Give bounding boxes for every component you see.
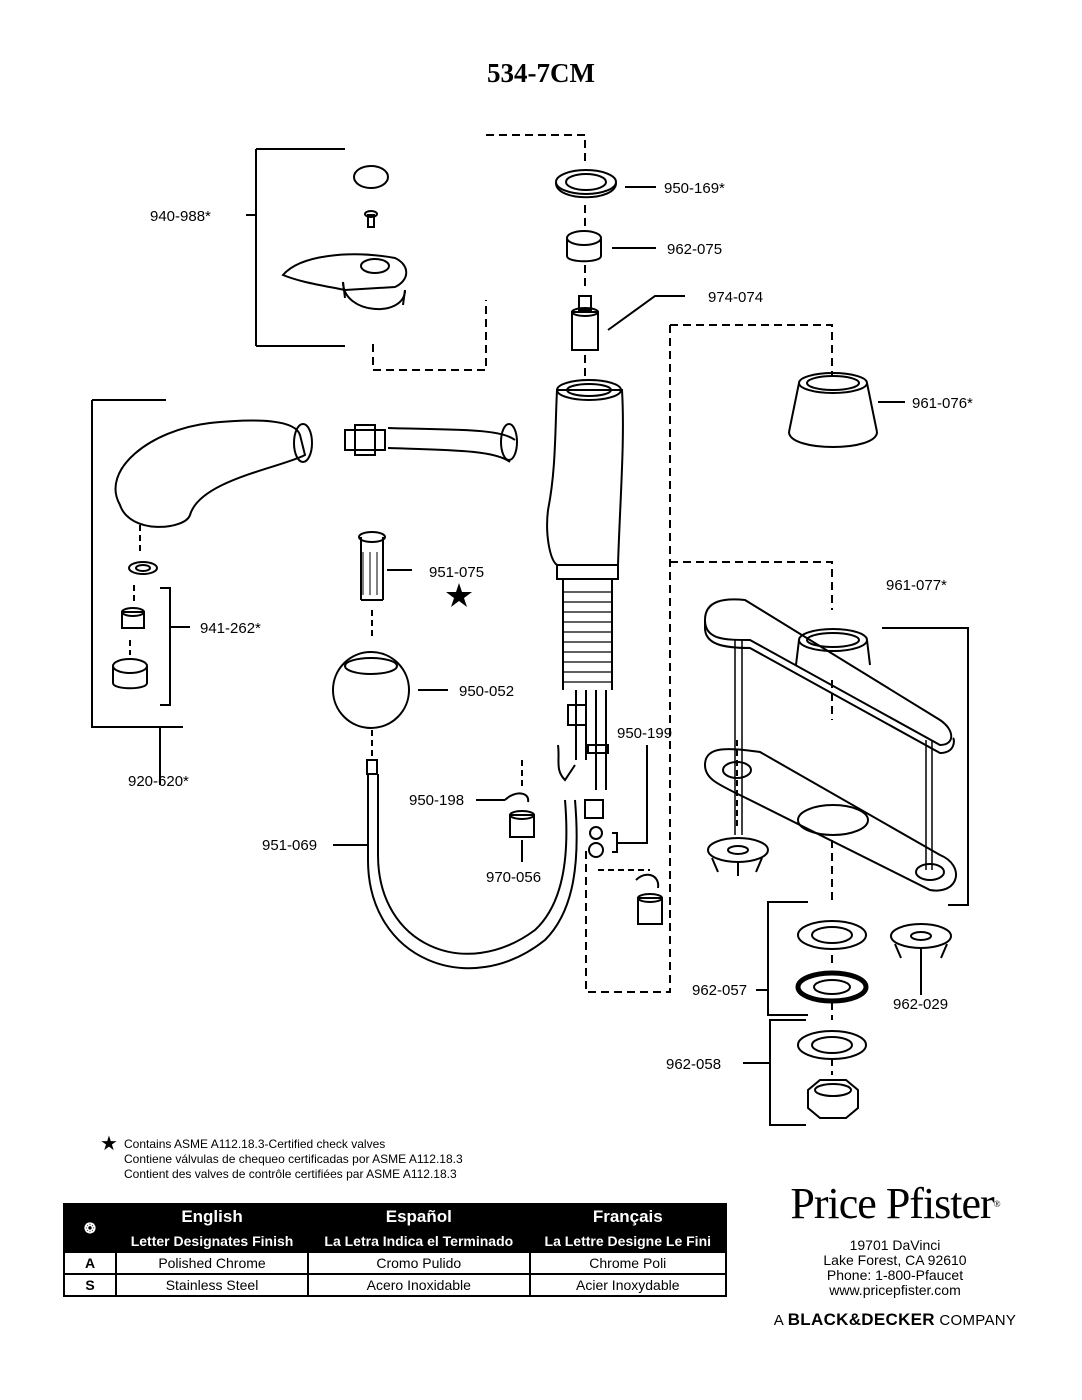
aerator-housing-icon	[112, 658, 148, 674]
finish-table: ❂ English Español Français Letter Design…	[63, 1203, 728, 1297]
header-spanish: Español	[307, 1203, 531, 1231]
finish-code: A	[63, 1251, 117, 1275]
part-970-056: 970-056	[486, 869, 541, 886]
lock-nut-icon	[807, 1079, 859, 1119]
rubber-washer-icon	[795, 970, 869, 1004]
header-english: English	[114, 1203, 310, 1231]
finish-symbol-icon: ❂	[63, 1203, 117, 1253]
brand-block: Price Pfister® 19701 DaVinci Lake Forest…	[757, 1178, 1033, 1330]
part-940-988: 940-988*	[150, 208, 211, 225]
finish-english: Stainless Steel	[114, 1273, 310, 1297]
part-950-198: 950-198	[409, 792, 464, 809]
table-row: A Polished Chrome Cromo Pulido Chrome Po…	[63, 1251, 728, 1275]
part-950-169: 950-169*	[664, 180, 725, 197]
parent-company-logo: BLACK&DECKER	[787, 1310, 935, 1329]
part-962-058: 962-058	[666, 1056, 721, 1073]
note-spanish: Contiene válvulas de chequeo certificada…	[124, 1152, 463, 1166]
subheader-english: Letter Designates Finish	[114, 1229, 310, 1253]
finish-spanish: Cromo Pulido	[307, 1251, 531, 1275]
check-valve-icon	[358, 531, 386, 543]
website-link[interactable]: www.pricepfister.com	[829, 1282, 961, 1298]
phone-number: Phone: 1-800-Pfaucet	[826, 1267, 964, 1283]
aerator-icon	[121, 611, 145, 629]
finish-spanish: Acero Inoxidable	[307, 1273, 531, 1297]
part-950-199: 950-199	[617, 725, 672, 742]
spray-head-icon	[114, 419, 307, 528]
page-title: 534-7CM	[487, 58, 595, 88]
certified-star-icon: ★	[100, 1133, 118, 1155]
adapter-fitting-icon	[509, 814, 535, 838]
handle-cap-icon	[353, 165, 389, 189]
table-row: S Stainless Steel Acero Inoxidable Acier…	[63, 1273, 728, 1297]
part-920-620: 920-620*	[128, 773, 189, 790]
deck-plate-icon	[703, 598, 953, 747]
bonnet-nut-icon	[566, 230, 602, 246]
address-street: 19701 DaVinci	[849, 1237, 941, 1253]
part-962-075: 962-075	[667, 241, 722, 258]
part-962-057: 962-057	[692, 982, 747, 999]
deck-gasket-icon	[703, 748, 957, 892]
subheader-french: La Lettre Designe Le Fini	[528, 1229, 728, 1253]
part-951-075: 951-075	[429, 564, 484, 581]
certified-star-icon	[446, 583, 472, 607]
part-961-077: 961-077*	[886, 577, 947, 594]
cartridge-icon	[578, 295, 592, 311]
header-french: Français	[528, 1203, 728, 1231]
flat-washer-icon	[797, 920, 867, 950]
finish-code: S	[63, 1273, 117, 1297]
part-951-069: 951-069	[262, 837, 317, 854]
mounting-nut-icon	[707, 837, 769, 863]
brand-logo: Price Pfister®	[790, 1179, 1000, 1228]
note-french: Contient des valves de contrôle certifié…	[124, 1167, 457, 1181]
faucet-body-icon	[546, 389, 624, 566]
parent-company: A BLACK&DECKER COMPANY	[773, 1310, 1017, 1329]
cap-ring-icon	[555, 169, 617, 195]
finish-french: Chrome Poli	[528, 1251, 728, 1275]
handle-lever-icon	[281, 253, 408, 292]
hose-weight-icon	[332, 651, 410, 729]
note-english: Contains ASME A112.18.3-Certified check …	[124, 1137, 386, 1151]
aerator-washer-icon	[128, 561, 158, 575]
part-974-074: 974-074	[708, 289, 763, 306]
pulldown-hose-icon	[366, 759, 378, 775]
finish-english: Polished Chrome	[114, 1251, 310, 1275]
certification-notes: ★ Contains ASME A112.18.3-Certified chec…	[100, 1133, 463, 1182]
subheader-spanish: La Letra Indica el Terminado	[307, 1229, 531, 1253]
part-950-052: 950-052	[459, 683, 514, 700]
part-961-076: 961-076*	[912, 395, 973, 412]
part-962-029: 962-029	[893, 996, 948, 1013]
lock-washer-icon	[797, 1030, 867, 1060]
part-941-262: 941-262*	[200, 620, 261, 637]
finish-french: Acier Inoxydable	[528, 1273, 728, 1297]
address-city: Lake Forest, CA 92610	[823, 1252, 967, 1268]
